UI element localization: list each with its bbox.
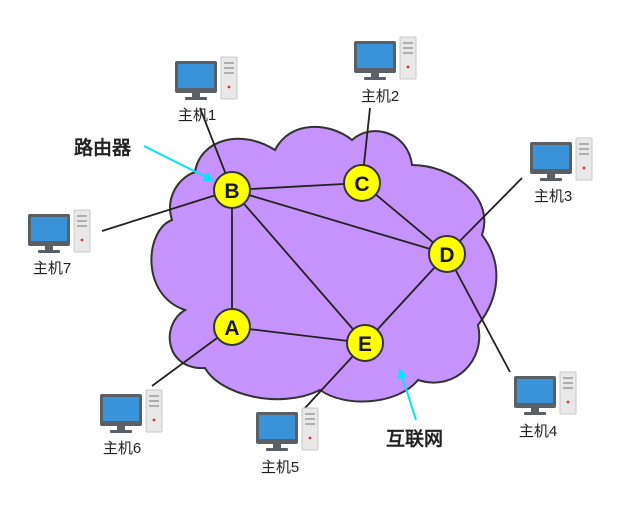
internet-callout: 互联网 [386, 368, 443, 450]
link-A-E [231, 326, 366, 344]
router-label: C [354, 173, 369, 196]
computer-icon [27, 209, 91, 254]
router-label: E [358, 333, 372, 356]
host-4: 主机4 [513, 371, 577, 440]
router-C: C [343, 164, 381, 202]
computer-icon [255, 407, 319, 452]
router-label: A [224, 317, 239, 340]
link-B-C [231, 182, 363, 191]
router-label: D [439, 244, 454, 267]
host-label: 主机3 [534, 188, 572, 205]
link-h4-D [446, 253, 511, 373]
router-B: B [213, 171, 251, 209]
link-D-E [364, 253, 448, 344]
host-2: 主机2 [353, 36, 417, 105]
router-links [231, 182, 448, 344]
router-label: B [224, 180, 239, 203]
host-label: 主机4 [519, 423, 557, 440]
link-B-E [231, 189, 366, 344]
host-6: 主机6 [99, 389, 163, 457]
internet-callout-arrow [397, 368, 417, 421]
router-callout-arrow [143, 145, 214, 181]
link-B-D [231, 189, 448, 255]
computer-icon [513, 371, 577, 416]
internet-callout-label: 互联网 [386, 428, 443, 450]
router-A: A [213, 308, 251, 346]
host-label: 主机7 [33, 260, 71, 277]
router-callout-label: 路由器 [74, 136, 132, 159]
router-D: D [428, 235, 466, 273]
host-5: 主机5 [255, 407, 319, 476]
host-label: 主机2 [361, 88, 399, 105]
host-label: 主机1 [178, 107, 216, 124]
host-3: 主机3 [529, 137, 593, 205]
host-7: 主机7 [27, 209, 91, 277]
computer-icon [529, 137, 593, 182]
router-callout: 路由器 [74, 136, 214, 181]
host-label: 主机6 [103, 440, 141, 457]
computer-icon [353, 36, 417, 81]
router-E: E [346, 324, 384, 362]
host-label: 主机5 [261, 459, 299, 476]
computer-icon [174, 56, 238, 101]
host-1: 主机1 [174, 56, 238, 124]
link-h7-B [101, 189, 233, 232]
computer-icon [99, 389, 163, 434]
